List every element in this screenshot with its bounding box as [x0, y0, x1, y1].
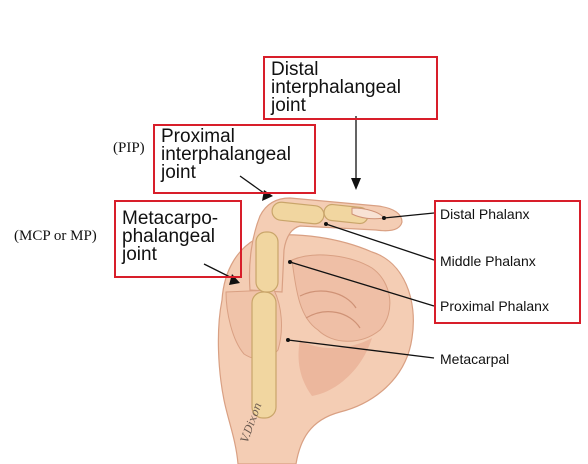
dot-distal-phalanx	[382, 216, 386, 220]
metacarpal-bone	[251, 291, 277, 419]
mcp-abbreviation: (MCP or MP)	[14, 228, 97, 244]
line-distal-phalanx	[383, 212, 435, 219]
dot-proximal-phalanx	[288, 260, 292, 264]
bones	[251, 201, 369, 419]
distal-ip-joint-label-box: Distal interphalangeal joint	[263, 56, 438, 120]
phalanx-labels-box	[434, 200, 581, 324]
mcp-joint-label: Metacarpo- phalangeal joint	[122, 208, 219, 265]
dot-middle-phalanx	[324, 222, 328, 226]
finger-fold-2	[305, 311, 361, 329]
arrowhead-distal-ip	[351, 178, 361, 190]
line-middle-phalanx	[325, 223, 435, 261]
finger-fold-1	[299, 290, 357, 309]
proximal-ip-joint-label-box: Proximal interphalangeal joint	[153, 124, 316, 194]
proximal-phalanx-label: Proximal Phalanx	[440, 298, 549, 314]
proximal-ip-joint-label: Proximal interphalangeal joint	[161, 126, 291, 183]
line-metacarpal	[287, 339, 435, 359]
mcp-joint-label-box: Metacarpo- phalangeal joint	[114, 200, 242, 278]
pip-abbreviation: (PIP)	[113, 140, 145, 156]
distal-ip-joint-label: Distal interphalangeal joint	[271, 59, 401, 116]
middle-phalanx-label: Middle Phalanx	[440, 253, 536, 269]
curled-fingers	[291, 254, 391, 342]
line-proximal-phalanx	[289, 261, 435, 307]
palm-shadow	[298, 338, 372, 396]
dot-metacarpal	[286, 338, 290, 342]
proximal-phalanx-bone	[255, 231, 279, 293]
metacarpal-label: Metacarpal	[440, 351, 510, 367]
distal-phalanx-label: Distal Phalanx	[440, 206, 530, 222]
middle-phalanx-bone	[271, 201, 325, 225]
